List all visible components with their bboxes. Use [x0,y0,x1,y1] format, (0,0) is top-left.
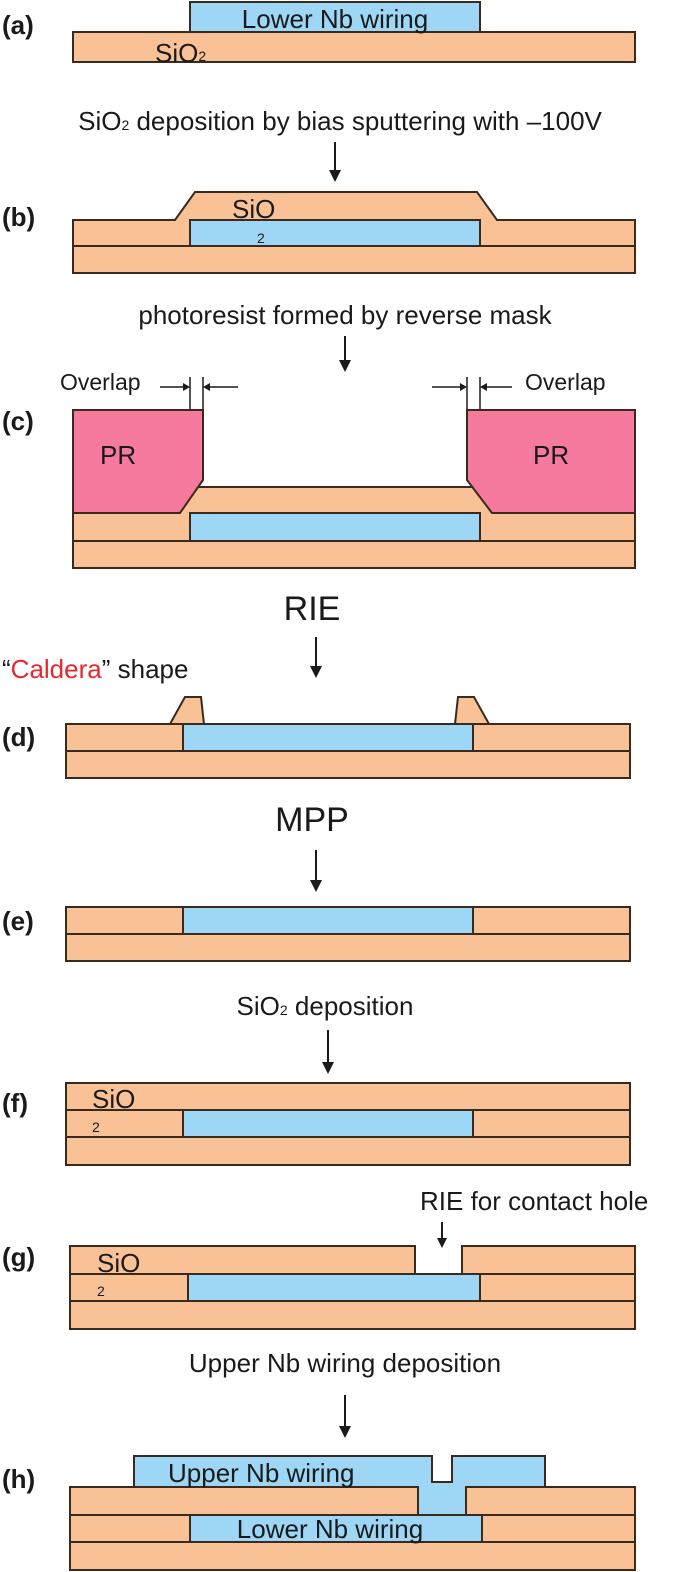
transition-fg-caption: RIE for contact hole [420,1186,648,1216]
transition-ab-caption: SiO2 deposition by bias sputtering with … [78,106,602,136]
step-e-label: (e) [2,906,34,936]
step-d-bottom-sio2 [65,750,631,779]
step-g-sio2-main: SiO [97,1248,140,1278]
step-h: (h) Upper Nb wiring Lower Nb wiring [2,1455,636,1571]
step-g-bottom-sio2 [69,1300,636,1330]
pr-left-label: PR [100,440,136,470]
pr-right-label: PR [533,440,569,470]
step-g-label: (g) [2,1242,35,1272]
step-b-sio2-main: SiO [232,194,275,224]
step-a-lower-nb-wiring [189,1,481,33]
step-e: (e) [2,906,631,962]
transition-fg-arrow [437,1222,447,1248]
step-a-sio2-substrate [72,31,636,63]
transition-ef-caption: SiO2 deposition [237,991,414,1021]
overlap-left-label: Overlap [60,369,141,395]
transition-de-arrow [310,850,322,892]
step-h-top-sio2-right [465,1486,636,1516]
step-h-lower-nb-label: Lower Nb wiring [237,1514,423,1544]
step-h-label: (h) [2,1464,35,1494]
step-c-label: (c) [2,406,34,436]
transition-gh-arrow [339,1395,351,1438]
transition-cd-caption: RIE [284,590,341,628]
step-f-lower-nb-wiring [182,1109,474,1138]
overlap-left-indicator [160,377,238,410]
overlap-right-indicator [432,377,512,410]
step-g-lower-nb-wiring [187,1273,481,1302]
step-b-bottom-sio2 [72,245,636,274]
transition-cd-arrow [310,637,322,678]
step-c-bottom-sio2 [72,540,636,569]
step-b-sio2-sub: 2 [257,230,265,246]
step-d-label: (d) [2,722,35,752]
caldera-caption: “Caldera” shape [2,654,188,684]
step-a-label: (a) [2,10,34,40]
step-h-top-sio2-left [69,1486,419,1516]
step-h-upper-nb-label: Upper Nb wiring [168,1458,354,1488]
caldera-rim-left [168,696,206,725]
step-a-lower-nb-label: Lower Nb wiring [242,4,428,34]
step-f-label: (f) [2,1088,28,1118]
step-a-sio2-label: SiO2 [155,38,206,68]
transition-bc-arrow [339,336,351,372]
step-d-lower-nb-wiring [182,723,474,752]
step-g-sio2-sub: 2 [97,1283,105,1299]
step-f: (f) SiO 2 [2,1082,631,1166]
step-e-bottom-sio2 [65,933,631,962]
transition-ab-arrow [329,142,341,182]
step-g: (g) SiO 2 [2,1242,636,1330]
step-e-lower-nb-wiring [182,906,474,935]
caldera-rim-right [453,696,491,725]
step-g-top-sio2-right [461,1245,636,1275]
step-d: “Caldera” shape (d) [2,654,631,779]
step-b-label: (b) [2,202,35,232]
step-b: (b) SiO 2 [2,191,636,274]
step-g-top-sio2-left [69,1245,416,1275]
step-h-lower-nb-wiring [189,1514,483,1543]
photoresist-right [466,409,636,514]
step-f-sio2-main: SiO [92,1084,135,1114]
step-h-upper-nb-wiring [133,1455,546,1516]
step-h-bottom-sio2 [69,1541,636,1571]
transition-bc-caption: photoresist formed by reverse mask [138,300,552,330]
step-f-new-sio2 [65,1082,631,1111]
photoresist-left [72,409,204,514]
step-c-lower-nb-wiring [189,512,481,542]
transition-ef-arrow [322,1030,334,1074]
step-c: (c) Overlap Overlap PR PR [2,369,636,569]
overlap-right-label: Overlap [525,369,606,395]
step-a: (a) Lower Nb wiring SiO2 [2,1,636,68]
step-f-bottom-sio2 [65,1136,631,1166]
step-b-lower-nb-wiring [189,219,481,247]
transition-gh-caption: Upper Nb wiring deposition [189,1348,501,1378]
step-f-sio2-sub: 2 [92,1119,100,1135]
transition-de-caption: MPP [275,801,349,839]
